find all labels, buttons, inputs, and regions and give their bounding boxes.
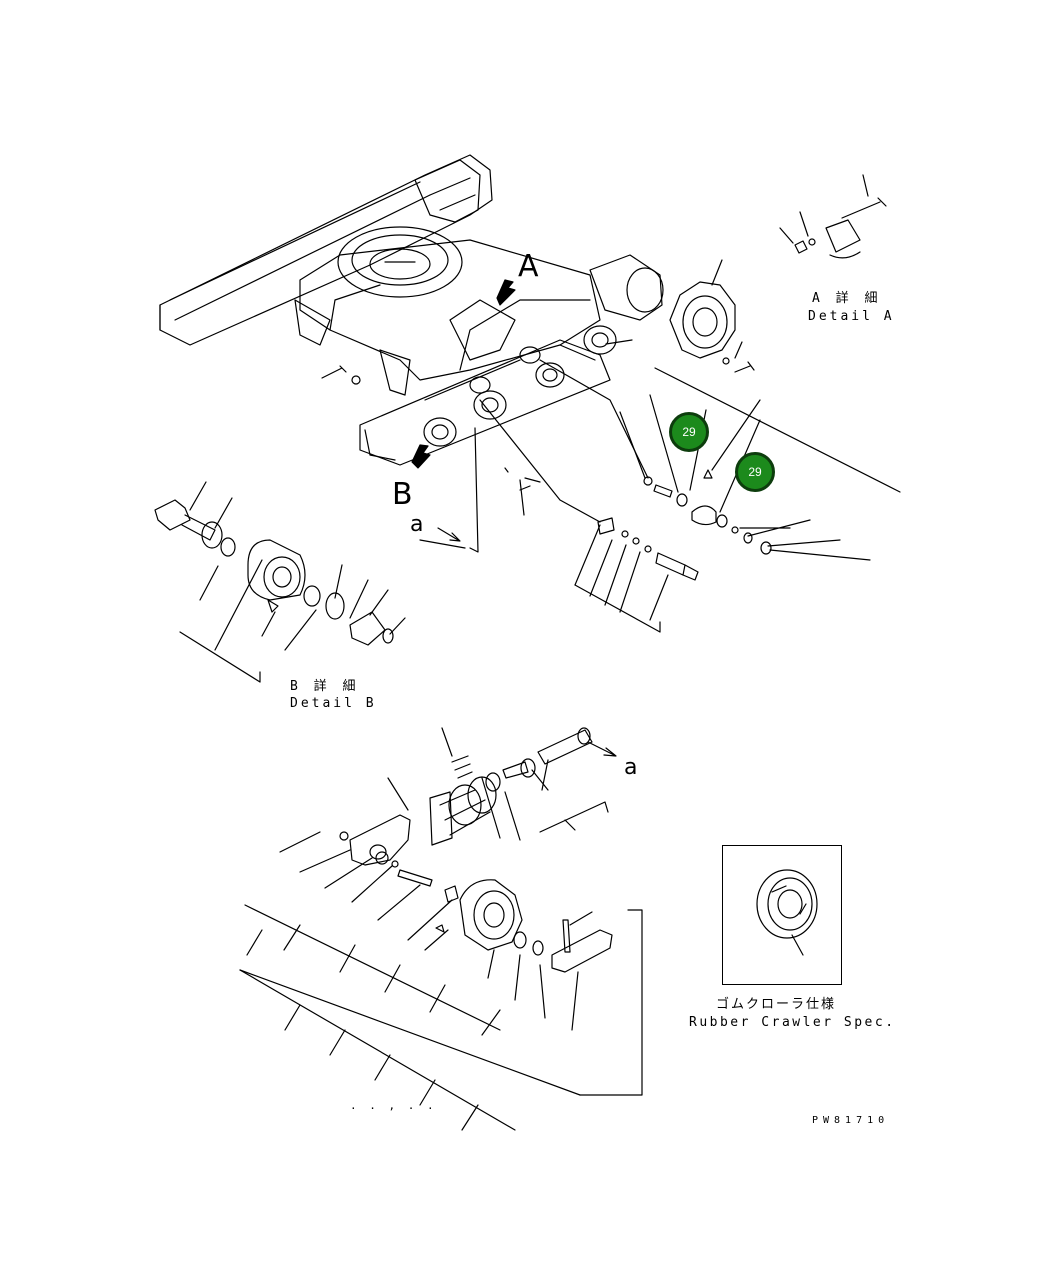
rubber-crawler-label-en: Rubber Crawler Spec. — [689, 1015, 896, 1030]
marker-a: A — [518, 249, 539, 284]
footer-dots: . . , . . — [350, 1099, 437, 1112]
detail-a-label-jp: A 詳 細 — [812, 291, 882, 306]
marker-a-lower-2: a — [624, 755, 638, 780]
adjuster-parts — [479, 359, 901, 633]
marker-b: B — [392, 477, 413, 512]
callout-29-b[interactable]: 29 — [735, 452, 775, 492]
rubber-idler-drawing — [756, 869, 818, 956]
marker-a-lower-1: a — [410, 512, 424, 537]
track-frame — [159, 154, 664, 469]
detail-a-parts — [605, 174, 887, 373]
callout-29-a[interactable]: 29 — [669, 412, 709, 452]
detail-a-label-en: Detail A — [808, 309, 895, 324]
drawing-code: PW81710 — [812, 1115, 890, 1126]
detail-b-parts — [154, 427, 479, 683]
a-arrows — [437, 527, 617, 757]
rubber-crawler-label-jp: ゴムクローラ仕様 — [716, 997, 837, 1012]
rubber-crawler-box — [722, 845, 842, 985]
idler-assembly-parts — [239, 727, 643, 1131]
detail-b-label-en: Detail B — [290, 696, 377, 711]
detail-b-label-jp: B 詳 細 — [290, 679, 360, 694]
